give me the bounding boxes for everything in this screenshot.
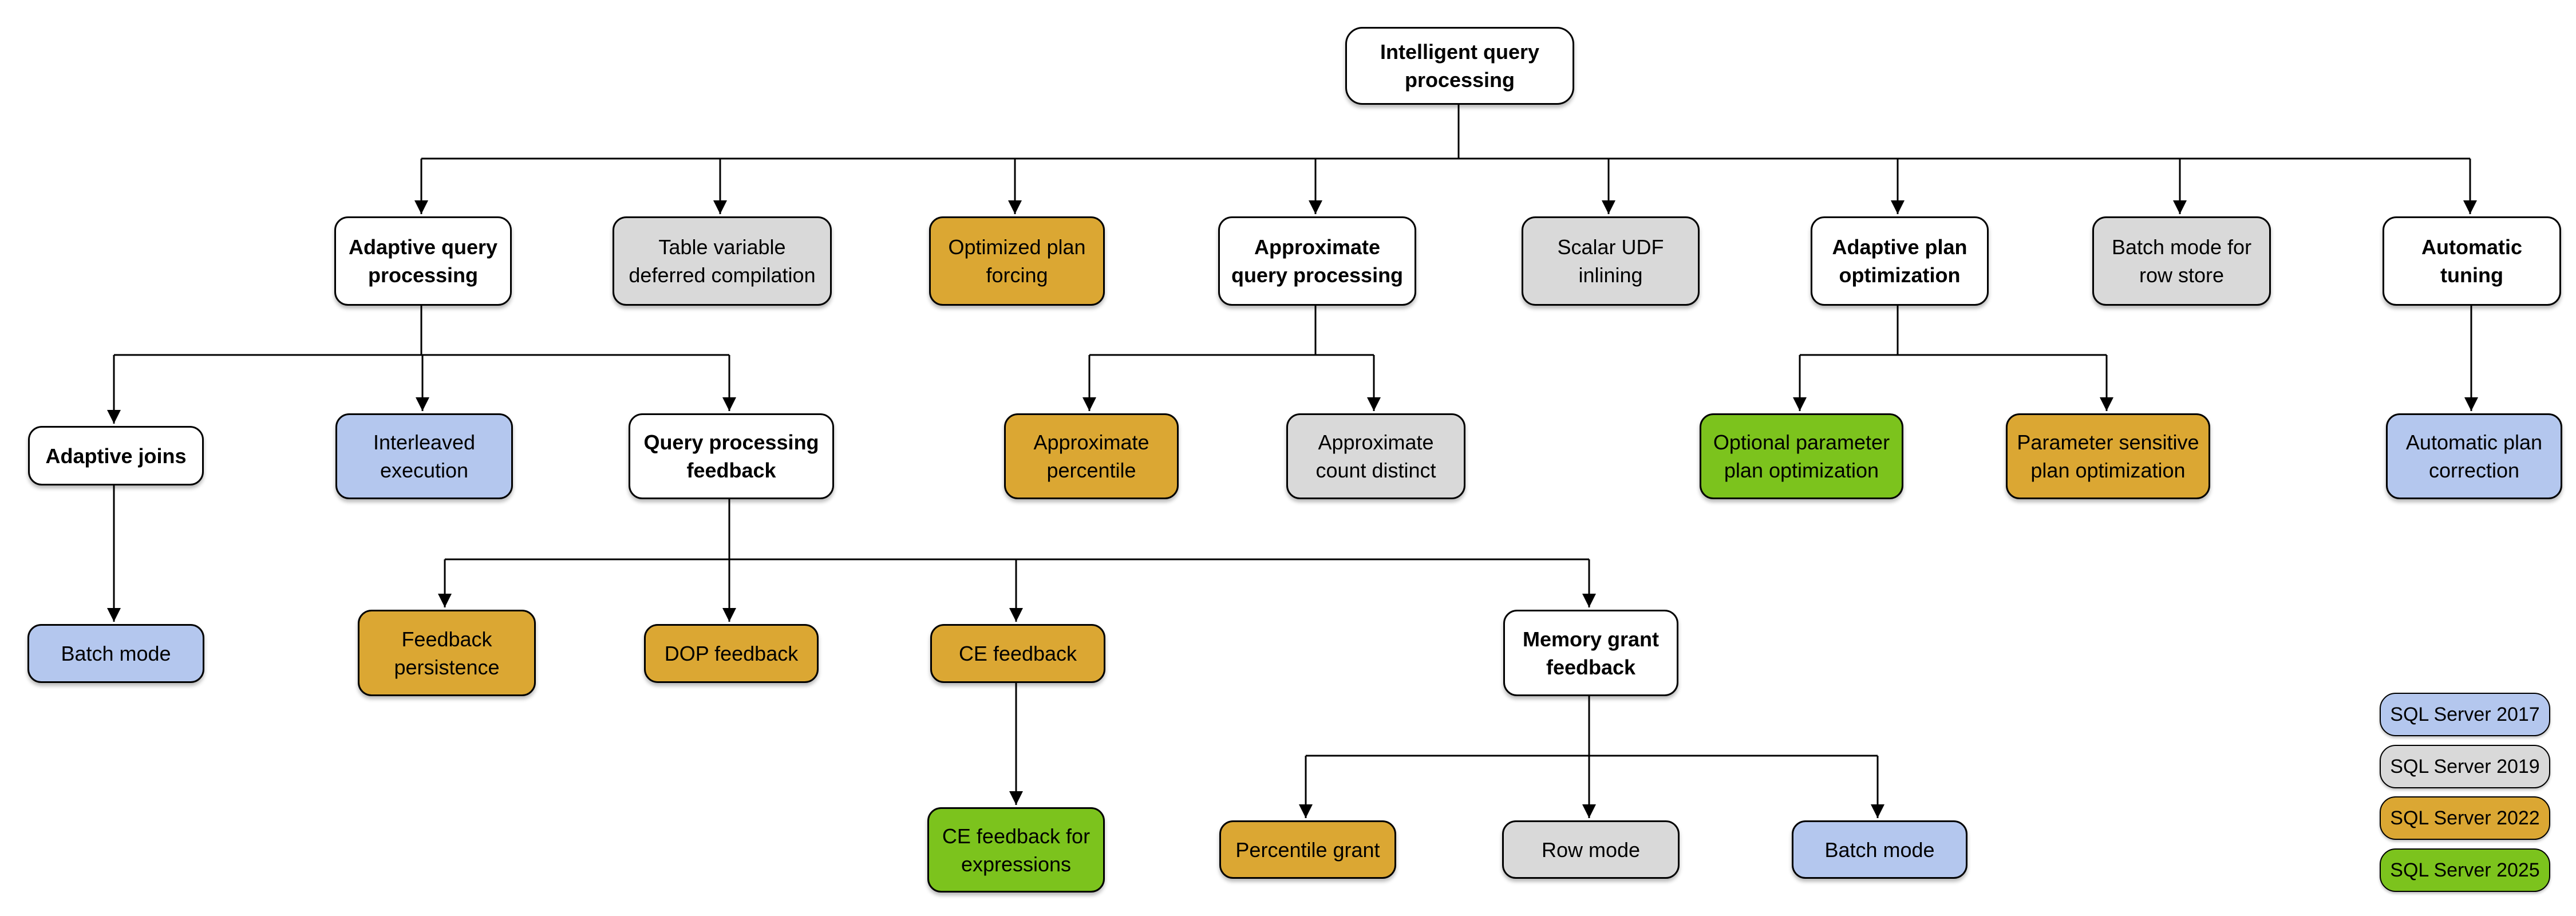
legend-item-sql-server-2019: SQL Server 2019 <box>2380 745 2550 788</box>
connector-memory-grant-feedback <box>1299 693 1884 818</box>
node-optional-parameter-plan-optimization: Optional parameter plan optimization <box>1700 413 1903 499</box>
connector-approximate-query-processing <box>1082 302 1381 411</box>
node-batch-mode-memory-grant: Batch mode <box>1792 820 1967 879</box>
node-dop-feedback: DOP feedback <box>644 624 819 683</box>
node-ce-feedback: CE feedback <box>930 624 1105 683</box>
node-adaptive-plan-optimization: Adaptive plan optimization <box>1811 216 1989 306</box>
node-batch-mode-for-row-store: Batch mode for row store <box>2092 216 2271 306</box>
node-label: Optimized plan forcing <box>948 235 1086 287</box>
legend-item-label: SQL Server 2017 <box>2390 704 2540 725</box>
node-ce-feedback-for-expressions: CE feedback for expressions <box>927 807 1105 893</box>
node-feedback-persistence: Feedback persistence <box>358 610 536 696</box>
node-label: Batch mode for row store <box>2111 235 2252 287</box>
node-label: Automatic tuning <box>2421 235 2522 287</box>
node-intelligent-query-processing: Intelligent query processing <box>1345 27 1574 105</box>
node-label: Memory grant feedback <box>1522 627 1660 679</box>
node-label: Approximate percentile <box>1033 431 1149 482</box>
legend-item-label: SQL Server 2022 <box>2390 807 2540 829</box>
connector-adaptive-query-processing <box>107 302 736 424</box>
node-label: Parameter sensitive plan optimization <box>2017 431 2199 482</box>
node-automatic-tuning: Automatic tuning <box>2383 216 2561 306</box>
node-label: Interleaved execution <box>373 431 476 482</box>
connector-query-processing-feedback <box>438 496 1596 622</box>
node-query-processing-feedback: Query processing feedback <box>629 413 834 499</box>
node-label: CE feedback for expressions <box>942 824 1091 876</box>
node-approximate-percentile: Approximate percentile <box>1004 413 1179 499</box>
node-label: Optional parameter plan optimization <box>1713 431 1890 482</box>
connector-adaptive-plan-optimization <box>1793 302 2113 411</box>
node-label: Intelligent query processing <box>1380 40 1540 92</box>
node-label: Table variable deferred compilation <box>629 235 816 287</box>
node-automatic-plan-correction: Automatic plan correction <box>2386 413 2562 499</box>
node-label: DOP feedback <box>664 642 799 665</box>
node-approximate-count-distinct: Approximate count distinct <box>1286 413 1465 499</box>
legend-item-label: SQL Server 2025 <box>2390 859 2540 881</box>
node-parameter-sensitive-plan-optimization: Parameter sensitive plan optimization <box>2006 413 2210 499</box>
node-label: Adaptive query processing <box>348 235 498 287</box>
legend-item-sql-server-2025: SQL Server 2025 <box>2380 848 2550 892</box>
node-memory-grant-feedback: Memory grant feedback <box>1503 610 1678 696</box>
node-label: Batch mode <box>61 642 171 665</box>
node-label: Automatic plan correction <box>2405 431 2543 482</box>
node-scalar-udf-inlining: Scalar UDF inlining <box>1522 216 1700 306</box>
node-percentile-grant: Percentile grant <box>1219 820 1396 879</box>
node-label: Query processing feedback <box>643 431 819 482</box>
node-label: Approximate query processing <box>1231 235 1404 287</box>
node-label: Feedback persistence <box>394 627 500 679</box>
node-optimized-plan-forcing: Optimized plan forcing <box>929 216 1105 306</box>
node-label: Adaptive plan optimization <box>1832 235 1967 287</box>
node-label: Approximate count distinct <box>1315 431 1436 482</box>
node-adaptive-query-processing: Adaptive query processing <box>334 216 512 306</box>
node-adaptive-joins: Adaptive joins <box>28 426 204 485</box>
node-label: Row mode <box>1541 838 1641 862</box>
node-label: Scalar UDF inlining <box>1557 235 1664 287</box>
node-approximate-query-processing: Approximate query processing <box>1218 216 1416 306</box>
node-table-variable-deferred-compilation: Table variable deferred compilation <box>613 216 832 306</box>
connector-root-to-level2 <box>414 101 2477 214</box>
node-label: Percentile grant <box>1235 838 1380 862</box>
node-interleaved-execution: Interleaved execution <box>335 413 513 499</box>
node-label: CE feedback <box>958 642 1077 665</box>
node-row-mode: Row mode <box>1502 820 1680 879</box>
legend-item-sql-server-2017: SQL Server 2017 <box>2380 693 2550 736</box>
legend-item-label: SQL Server 2019 <box>2390 756 2540 777</box>
node-label: Batch mode <box>1824 838 1935 862</box>
legend-item-sql-server-2022: SQL Server 2022 <box>2380 796 2550 840</box>
node-batch-mode-adaptive-joins: Batch mode <box>27 624 204 683</box>
node-label: Adaptive joins <box>45 444 187 468</box>
